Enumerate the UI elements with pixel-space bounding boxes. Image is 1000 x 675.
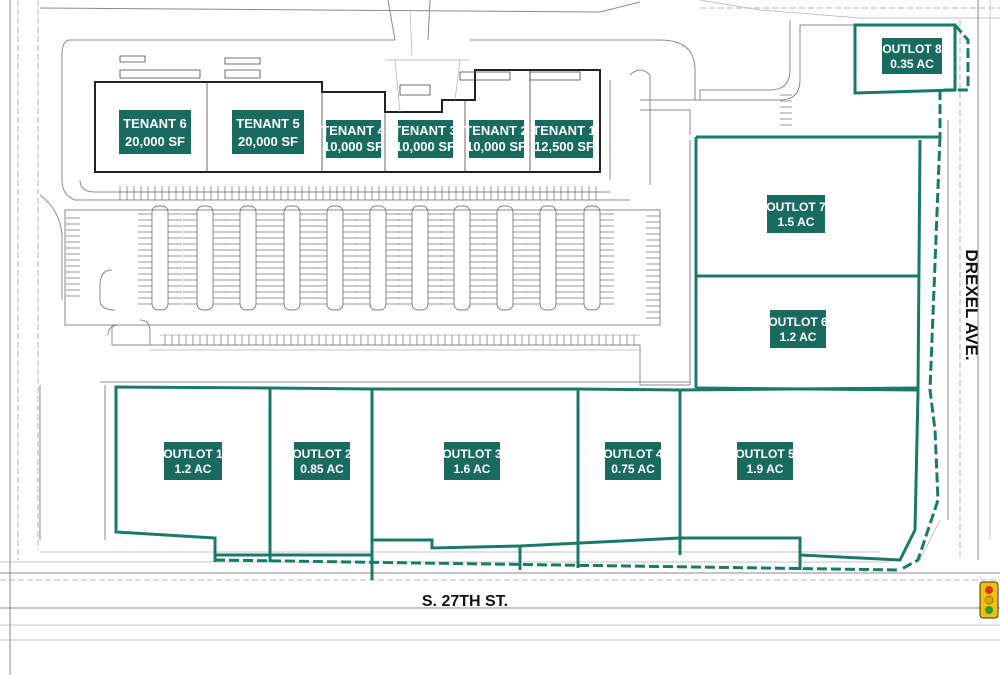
tenant-6-name: TENANT 6 xyxy=(123,116,187,131)
outlot-8-label: OUTLOT 8 0.35 AC xyxy=(882,38,942,74)
tenant-6-label: TENANT 6 20,000 SF xyxy=(119,110,191,154)
outlot-6-name: OUTLOT 6 xyxy=(768,315,828,329)
outlot-labels: OUTLOT 1 1.2 AC OUTLOT 2 0.85 AC OUTLOT … xyxy=(163,38,942,480)
tenant-6-size: 20,000 SF xyxy=(125,134,185,149)
tenant-2-name: TENANT 2 xyxy=(464,123,528,138)
tenant-5-name: TENANT 5 xyxy=(236,116,300,131)
parking-field xyxy=(66,94,792,345)
parking-island xyxy=(539,205,557,311)
outlot-3-size: 1.6 AC xyxy=(454,462,491,476)
parking-island xyxy=(283,205,301,311)
outlot-8-size: 0.35 AC xyxy=(890,57,934,71)
tenant-1-name: TENANT 1 xyxy=(532,123,596,138)
outlot-2-name: OUTLOT 2 xyxy=(292,447,352,461)
tenant-5-label: TENANT 5 20,000 SF xyxy=(232,110,304,154)
outlot-boundaries xyxy=(114,23,970,580)
outlot-1-name: OUTLOT 1 xyxy=(163,447,223,461)
parking-island xyxy=(239,205,257,311)
tenant-labels: TENANT 6 20,000 SF TENANT 5 20,000 SF TE… xyxy=(119,110,596,158)
outlot-1-label: OUTLOT 1 1.2 AC xyxy=(163,442,223,480)
street-label-south: S. 27TH ST. xyxy=(422,593,508,610)
tenant-2-size: 10,000 SF xyxy=(466,139,526,154)
parking-island xyxy=(583,205,601,311)
traffic-light-icon xyxy=(979,581,999,619)
outlot-7-name: OUTLOT 7 xyxy=(766,200,826,214)
parking-island xyxy=(369,205,387,311)
parking-island xyxy=(496,205,514,311)
outlot-6-size: 1.2 AC xyxy=(780,330,817,344)
parking-island xyxy=(453,205,471,311)
outlot-5-name: OUTLOT 5 xyxy=(735,447,795,461)
tenant-1-label: TENANT 1 12,500 SF xyxy=(532,120,596,158)
outlot-5-size: 1.9 AC xyxy=(747,462,784,476)
tenant-2-label: TENANT 2 10,000 SF xyxy=(464,120,528,158)
outlot-1-size: 1.2 AC xyxy=(175,462,212,476)
outlot-7-size: 1.5 AC xyxy=(778,215,815,229)
tenant-3-size: 10,000 SF xyxy=(395,139,455,154)
street-label-east: DREXEL AVE. xyxy=(962,249,981,360)
outlot-5-label: OUTLOT 5 1.9 AC xyxy=(735,442,795,480)
outlot-4-label: OUTLOT 4 0.75 AC xyxy=(603,442,663,480)
outlot-2-size: 0.85 AC xyxy=(300,462,344,476)
tenant-3-name: TENANT 3 xyxy=(393,123,457,138)
tenant-4-size: 10,000 SF xyxy=(323,139,383,154)
outlot-3-name: OUTLOT 3 xyxy=(442,447,502,461)
outlot-8-name: OUTLOT 8 xyxy=(882,42,942,56)
tenant-5-size: 20,000 SF xyxy=(238,134,298,149)
outlot-7-label: OUTLOT 7 1.5 AC xyxy=(766,195,826,233)
parking-island xyxy=(411,205,429,311)
tenant-3-label: TENANT 3 10,000 SF xyxy=(393,120,457,158)
outlot-6-label: OUTLOT 6 1.2 AC xyxy=(768,310,828,348)
outlot-3-label: OUTLOT 3 1.6 AC xyxy=(442,442,502,480)
parking-island xyxy=(151,205,169,311)
tenant-1-size: 12,500 SF xyxy=(534,139,594,154)
outlot-2-label: OUTLOT 2 0.85 AC xyxy=(292,442,352,480)
parking-island xyxy=(196,205,214,311)
parking-island xyxy=(326,205,344,311)
outlot-4-name: OUTLOT 4 xyxy=(603,447,663,461)
tenant-4-label: TENANT 4 10,000 SF xyxy=(321,120,386,158)
tenant-4-name: TENANT 4 xyxy=(321,123,385,138)
retail-building xyxy=(94,55,601,173)
outlot-4-size: 0.75 AC xyxy=(611,462,655,476)
